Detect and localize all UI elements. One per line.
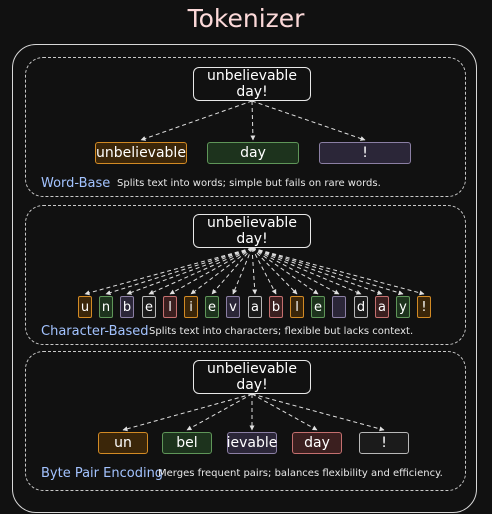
- character-token: y: [396, 296, 410, 318]
- character-token: d: [354, 296, 368, 318]
- character-token: l: [163, 296, 177, 318]
- character-token: n: [99, 296, 113, 318]
- character-based-label: Character-Based: [41, 324, 149, 339]
- character-based-source: unbelievable day!: [193, 214, 311, 248]
- character-token: [332, 296, 346, 318]
- bpe-token-day: day: [292, 432, 342, 454]
- character-based-description: Splits text into characters; flexible bu…: [149, 326, 414, 337]
- bpe-description: Merges frequent pairs; balances flexibil…: [158, 468, 443, 479]
- character-token: l: [290, 296, 304, 318]
- character-token: e: [311, 296, 325, 318]
- word-base-source: unbelievable day!: [193, 67, 311, 101]
- character-token: v: [226, 296, 240, 318]
- bpe-panel: [25, 351, 466, 491]
- tokenizer-container: [12, 44, 477, 513]
- diagram-title: Tokenizer: [187, 4, 305, 33]
- bpe-token-exclamation: !: [359, 432, 409, 454]
- bpe-token-ievable: ievable: [227, 432, 277, 454]
- word-base-panel: [25, 57, 466, 197]
- bpe-token-bel: bel: [162, 432, 212, 454]
- character-token: e: [205, 296, 219, 318]
- word-token-unbelievable: unbelievable: [95, 142, 187, 164]
- character-token: b: [120, 296, 134, 318]
- bpe-token-un: un: [98, 432, 148, 454]
- bpe-label: Byte Pair Encoding: [41, 466, 164, 481]
- bpe-source: unbelievable day!: [193, 360, 311, 394]
- character-token: a: [248, 296, 262, 318]
- character-based-panel: [25, 205, 466, 345]
- character-token: u: [78, 296, 92, 318]
- character-token: !: [417, 296, 431, 318]
- word-base-description: Splits text into words; simple but fails…: [117, 178, 381, 189]
- word-token-day: day: [207, 142, 299, 164]
- character-token: b: [269, 296, 283, 318]
- word-base-label: Word-Base: [41, 176, 111, 191]
- character-token: e: [142, 296, 156, 318]
- character-token: a: [375, 296, 389, 318]
- character-token: i: [184, 296, 198, 318]
- word-token-exclamation: !: [319, 142, 411, 164]
